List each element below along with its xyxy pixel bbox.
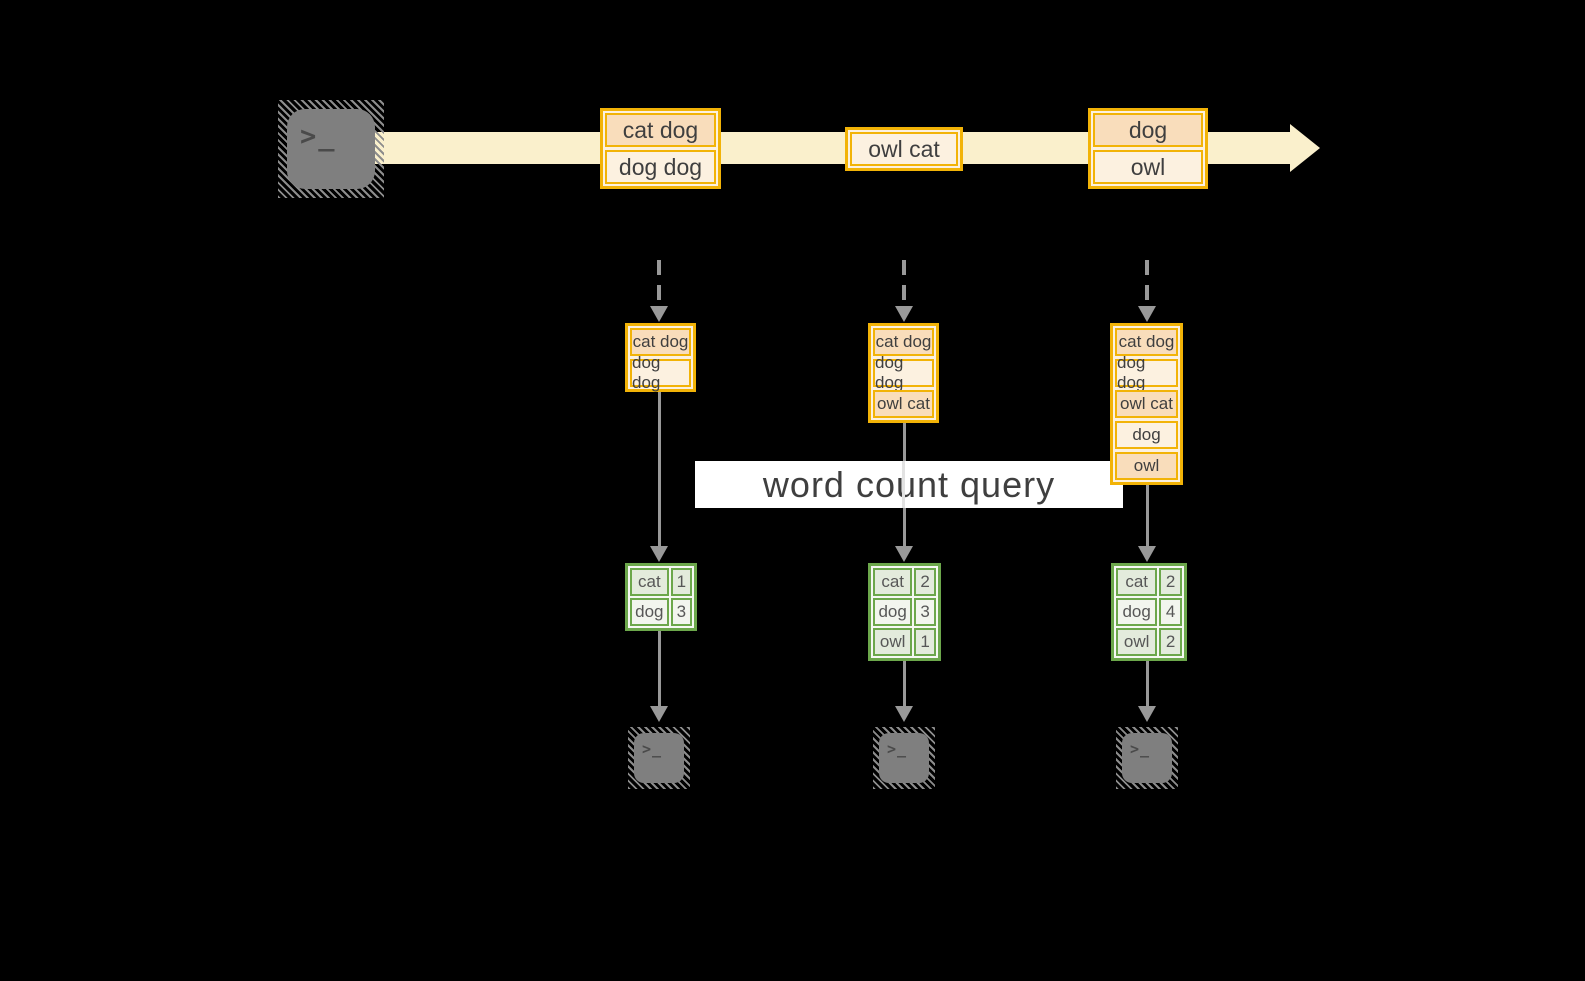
buffer-text-cell: dog dog	[630, 353, 691, 392]
word-cell: cat	[630, 568, 669, 596]
count-cell: 2	[914, 568, 936, 596]
arrowhead-icon	[895, 306, 913, 322]
event-text-cell: dog	[1093, 113, 1203, 147]
buffer-text-cell: cat dog	[1115, 328, 1178, 356]
buffer-text-cell: dog dog	[873, 353, 934, 392]
count-cell: 3	[914, 598, 936, 626]
count-cell: 4	[1159, 598, 1182, 626]
table-row: cat 1	[630, 568, 692, 596]
terminal-prompt-glyph: >_	[642, 740, 663, 758]
table-row: dog 4	[1116, 598, 1182, 626]
arrowhead-icon	[895, 546, 913, 562]
word-cell: cat	[1116, 568, 1158, 596]
table-row: owl 1	[873, 628, 936, 656]
connector-line	[1146, 661, 1149, 706]
count-cell: 3	[670, 598, 692, 626]
arrowhead-icon	[895, 706, 913, 722]
event-text-cell: owl cat	[850, 132, 958, 166]
terminal-prompt-glyph: >_	[1130, 740, 1151, 758]
stream-event-box-2: owl cat	[845, 127, 963, 171]
connector-line	[658, 631, 661, 706]
connector-line	[1146, 479, 1149, 546]
query-label: word count query	[695, 461, 1123, 508]
connector-line	[658, 389, 661, 546]
word-cell: owl	[873, 628, 913, 656]
buffer-text-cell: owl cat	[1115, 390, 1178, 418]
dashed-connector	[657, 260, 661, 306]
query-label-text: word count query	[762, 463, 1056, 505]
dashed-connector	[902, 260, 906, 306]
arrowhead-icon	[650, 546, 668, 562]
dashed-connector	[1145, 260, 1149, 306]
arrowhead-icon	[1138, 306, 1156, 322]
terminal-source-icon: >_	[278, 100, 384, 198]
count-cell: 1	[670, 568, 692, 596]
terminal-screen: >_	[1122, 733, 1172, 783]
buffer-text-cell: cat dog	[630, 328, 691, 356]
terminal-screen: >_	[287, 109, 375, 189]
word-cell: owl	[1116, 628, 1158, 656]
word-cell: dog	[1116, 598, 1158, 626]
connector-line	[903, 661, 906, 706]
wordcount-table-3: cat 2 dog 4 owl 2	[1111, 563, 1187, 661]
count-cell: 2	[1159, 628, 1182, 656]
buffer-text-cell: dog	[1115, 421, 1178, 449]
connector-line-over-label	[902, 461, 905, 508]
buffer-text-cell: owl cat	[873, 390, 934, 418]
buffer-text-cell: dog dog	[1115, 353, 1178, 392]
table-row: cat 2	[1116, 568, 1182, 596]
terminal-sink-icon-2: >_	[873, 727, 935, 789]
arrowhead-icon	[1138, 546, 1156, 562]
stream-arrowhead-icon	[1290, 124, 1320, 172]
event-text-cell: dog dog	[605, 150, 716, 184]
count-cell: 2	[1159, 568, 1182, 596]
wordcount-table-1: cat 1 dog 3	[625, 563, 697, 631]
table-row: dog 3	[630, 598, 692, 626]
buffer-text-cell: cat dog	[873, 328, 934, 356]
arrowhead-icon	[650, 706, 668, 722]
terminal-prompt-glyph: >_	[887, 740, 908, 758]
arrowhead-icon	[650, 306, 668, 322]
count-cell: 1	[914, 628, 936, 656]
table-row: owl 2	[1116, 628, 1182, 656]
table-row: cat 2	[873, 568, 936, 596]
terminal-prompt-glyph: >_	[300, 121, 337, 152]
event-text-cell: owl	[1093, 150, 1203, 184]
terminal-screen: >_	[634, 733, 684, 783]
event-text-cell: cat dog	[605, 113, 716, 147]
terminal-screen: >_	[879, 733, 929, 783]
terminal-sink-icon-3: >_	[1116, 727, 1178, 789]
word-cell: dog	[873, 598, 913, 626]
word-cell: dog	[630, 598, 669, 626]
table-row: dog 3	[873, 598, 936, 626]
arrowhead-icon	[1138, 706, 1156, 722]
terminal-sink-icon-1: >_	[628, 727, 690, 789]
wordcount-table-2: cat 2 dog 3 owl 1	[868, 563, 941, 661]
word-cell: cat	[873, 568, 913, 596]
buffer-text-cell: owl	[1115, 452, 1178, 480]
